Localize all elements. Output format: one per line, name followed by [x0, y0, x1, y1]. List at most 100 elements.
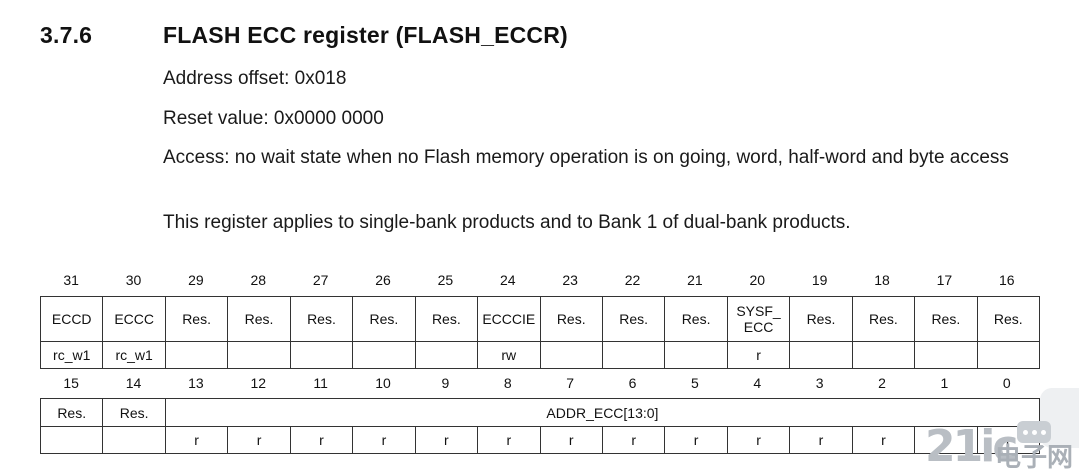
field-reserved: Res.	[352, 296, 416, 342]
bit-number: 13	[188, 375, 204, 391]
access-cell	[227, 341, 291, 369]
access-cell	[414, 341, 479, 369]
field-reserved: Res.	[914, 296, 978, 342]
bit-number: 10	[375, 375, 391, 391]
chat-bubble-icon	[1017, 421, 1051, 443]
bit-number: 23	[562, 272, 578, 288]
bit-numbers-upper: 31 30 29 28 27 26 25 24 23 22 21 20 19 1…	[40, 272, 1038, 288]
field-sysf-ecc-line2: ECC	[743, 319, 774, 335]
access-cell: r	[539, 426, 603, 454]
bit-number: 20	[749, 272, 766, 288]
field-reserved: Res.	[39, 398, 104, 427]
field-sysf-ecc: SYSF_ ECC	[726, 296, 791, 342]
access-cell	[164, 341, 229, 369]
bit-number: 11	[313, 375, 328, 391]
bit-number: 30	[125, 272, 142, 288]
bit-number: 8	[503, 375, 512, 391]
field-reserved: Res.	[414, 296, 479, 342]
bit-number: 7	[566, 375, 575, 391]
access-cell: r	[601, 426, 666, 454]
access-cell: r	[726, 341, 791, 369]
access-cell: rw	[477, 341, 541, 369]
access-cell: r	[414, 426, 479, 454]
field-eccc: ECCC	[102, 296, 166, 342]
access-cell: r	[726, 426, 791, 454]
bit-number: 16	[999, 272, 1015, 288]
access-cell	[352, 341, 416, 369]
field-reserved: Res.	[227, 296, 291, 342]
field-reserved: Res.	[976, 296, 1041, 342]
access-cell: r	[477, 426, 541, 454]
access-cell: r	[789, 426, 853, 454]
bit-number: 19	[811, 272, 828, 288]
register-table-lower: Res. Res. ADDR_ECC[13:0] r r r r r r r r…	[39, 398, 1041, 454]
access-cell: rc_w1	[39, 341, 104, 369]
field-reserved: Res.	[539, 296, 603, 342]
bit-number: 14	[125, 375, 142, 391]
bit-number: 22	[624, 272, 641, 288]
access-cell: r	[664, 426, 728, 454]
field-addr-ecc: ADDR_ECC[13:0]	[164, 398, 1041, 427]
bit-number: 25	[437, 272, 454, 288]
bit-number: 12	[250, 375, 267, 391]
bit-number: 28	[250, 272, 267, 288]
register-table-upper: ECCD ECCC Res. Res. Res. Res. Res. ECCCI…	[39, 296, 1041, 369]
access-cell	[102, 426, 166, 454]
bit-number: 31	[63, 272, 79, 288]
watermark-subtext: 电子网	[995, 443, 1074, 473]
bit-number: 26	[375, 272, 391, 288]
field-reserved: Res.	[664, 296, 728, 342]
bit-number: 24	[500, 272, 516, 288]
bit-number: 6	[628, 375, 637, 391]
field-reserved: Res.	[102, 398, 166, 427]
field-access-row: r r r r r r r r r r r r r r	[39, 426, 1041, 454]
access-cell	[289, 341, 354, 369]
bit-number: 29	[188, 272, 204, 288]
bit-number: 27	[312, 272, 329, 288]
access-cell	[976, 341, 1041, 369]
bit-numbers-lower: 15 14 13 12 11 10 9 8 7 6 5 4 3 2 1 0	[40, 375, 1038, 391]
field-reserved: Res.	[789, 296, 853, 342]
field-reserved: Res.	[601, 296, 666, 342]
access-cell	[39, 426, 104, 454]
access-cell	[851, 341, 916, 369]
bit-number: 4	[753, 375, 762, 391]
field-eccd: ECCD	[39, 296, 104, 342]
field-name-row: ECCD ECCC Res. Res. Res. Res. Res. ECCCI…	[39, 296, 1041, 342]
watermark-text: 21ic	[925, 421, 1018, 472]
field-ecccie: ECCCIE	[477, 296, 541, 342]
access-cell: r	[914, 426, 978, 454]
bit-number: 2	[878, 375, 886, 391]
access-cell: r	[227, 426, 291, 454]
bit-number: 18	[874, 272, 890, 288]
access-cell	[789, 341, 853, 369]
access-cell: rc_w1	[102, 341, 166, 369]
address-offset-text: Address offset: 0x018	[163, 68, 347, 89]
field-reserved: Res.	[851, 296, 916, 342]
access-cell: r	[164, 426, 229, 454]
field-access-row: rc_w1 rc_w1 rw r	[39, 341, 1041, 369]
field-reserved: Res.	[289, 296, 354, 342]
reset-value-text: Reset value: 0x0000 0000	[163, 108, 384, 129]
applies-text: This register applies to single-bank pro…	[163, 212, 851, 233]
field-reserved: Res.	[164, 296, 229, 342]
field-name-row: Res. Res. ADDR_ECC[13:0]	[39, 398, 1041, 427]
bit-number: 15	[63, 375, 79, 391]
bit-number: 21	[687, 272, 703, 288]
bit-number: 9	[441, 375, 450, 391]
bit-number: 17	[936, 272, 953, 288]
access-cell	[539, 341, 603, 369]
bit-number: 5	[691, 375, 699, 391]
section-number: 3.7.6	[40, 22, 93, 48]
bit-number: 3	[815, 375, 824, 391]
access-text: Access: no wait state when no Flash memo…	[163, 147, 1009, 168]
section-title: FLASH ECC register (FLASH_ECCR)	[163, 22, 568, 48]
access-cell	[664, 341, 728, 369]
bit-number: 1	[940, 375, 949, 391]
field-sysf-ecc-line1: SYSF_	[736, 303, 781, 319]
bit-number: 0	[1002, 375, 1011, 391]
access-cell: r	[352, 426, 416, 454]
access-cell	[914, 341, 978, 369]
access-cell	[601, 341, 666, 369]
access-cell: r	[289, 426, 354, 454]
